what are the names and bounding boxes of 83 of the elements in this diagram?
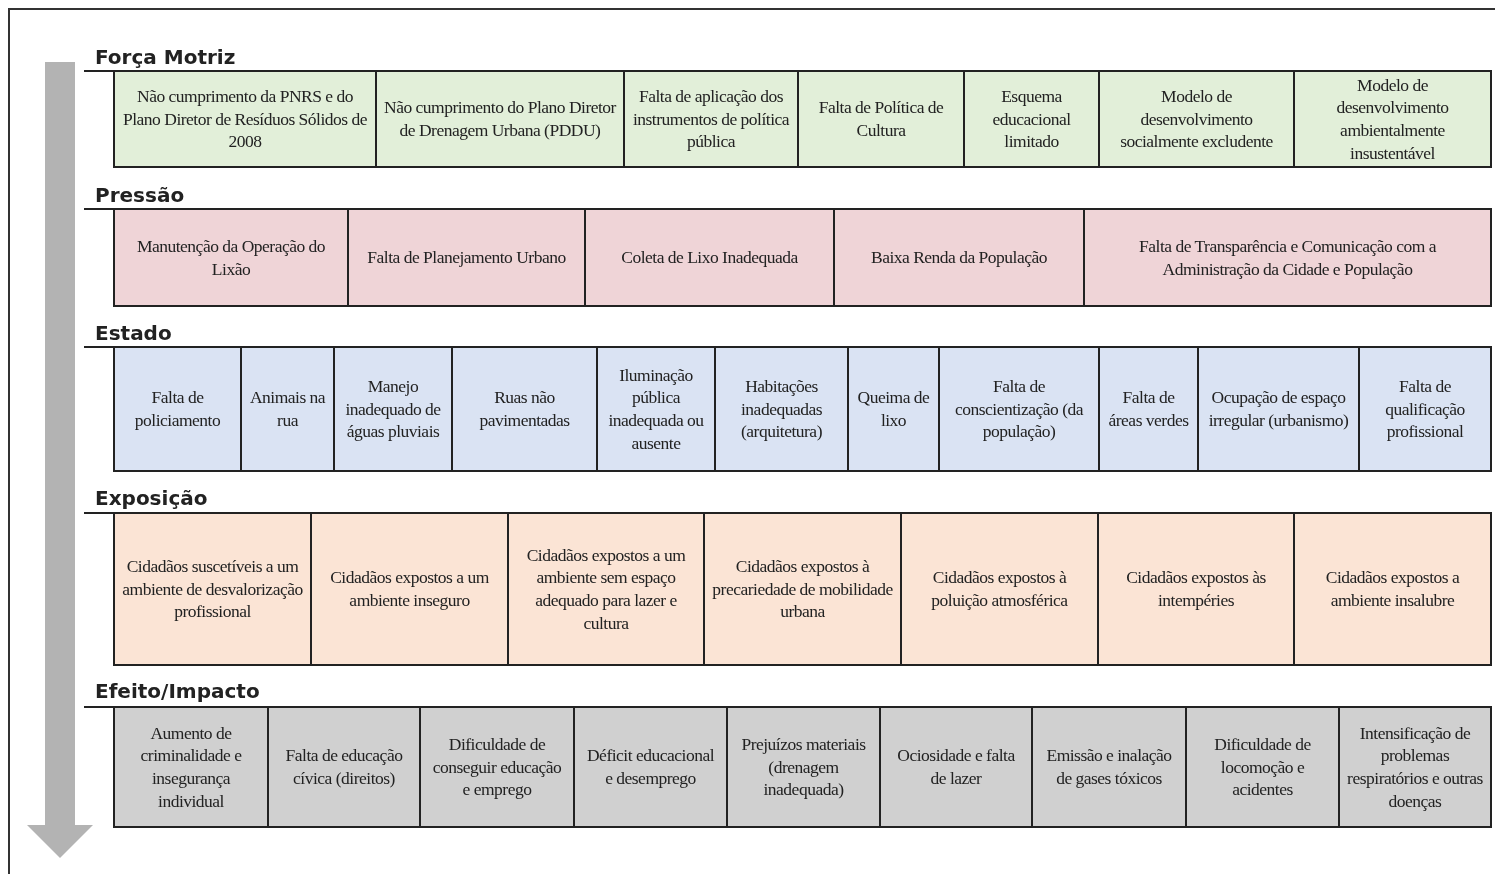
factor-text: Modelo de desenvolvimento socialmente excludente: [1119, 84, 1274, 154]
factor-text: Intensificação de problemas respiratórios e outras doenças: [1347, 721, 1483, 813]
factor-text: Falta de qualificação profissional: [1384, 374, 1466, 444]
factor-box: [113, 706, 269, 828]
factor-box: [596, 346, 716, 472]
factor-text: Baixa Renda da População: [870, 246, 1048, 269]
factor-box: [240, 346, 335, 472]
factor-box: [451, 346, 598, 472]
factor-text: Ociosidade e falta de lazer: [896, 744, 1016, 790]
factor-box: [726, 706, 881, 828]
factor-box: [1197, 346, 1360, 472]
factor-text: Não cumprimento da PNRS e do Plano Diretor de Resíduos Sólidos de 2008: [122, 84, 368, 154]
factor-text: Falta de educação cívica (direitos): [284, 744, 404, 790]
factor-box: [1098, 70, 1295, 168]
factor-text: Falta de policiamento: [133, 386, 222, 432]
factor-box: [507, 512, 705, 666]
factor-box: [113, 70, 377, 168]
factor-box: [347, 208, 586, 307]
factor-box: [900, 512, 1099, 666]
factor-box: [113, 208, 349, 307]
factor-box: [267, 706, 421, 828]
factor-box: [1083, 208, 1492, 307]
factor-box: [419, 706, 575, 828]
factor-text: Animais na rua: [249, 386, 326, 432]
factor-text: Falta de Transparência e Comunicação com a Administração da Cidade e População: [1138, 234, 1437, 281]
factor-text: Cidadãos expostos à poluição atmosférica: [930, 566, 1069, 612]
factor-text: Dificuldade de locomoção e acidentes: [1213, 732, 1312, 802]
factor-text: Emissão e inalação de gases tóxicos: [1045, 744, 1173, 790]
factor-text: Queima de lixo: [856, 386, 931, 432]
factor-box: [963, 70, 1100, 168]
factor-box: [1293, 512, 1492, 666]
section-heading: Força Motriz: [95, 45, 236, 69]
factor-text: Ruas não pavimentadas: [478, 386, 571, 432]
factor-box: [310, 512, 509, 666]
factor-box: [1098, 346, 1199, 472]
factor-box: [879, 706, 1033, 828]
factor-box: [113, 346, 242, 472]
factor-text: Não cumprimento do Plano Diretor de Drenagem Urbana (PDDU): [384, 96, 616, 142]
factor-text: Cidadãos expostos a um ambiente inseguro: [329, 566, 490, 612]
factor-text: Manejo inadequado de águas pluviais: [344, 374, 442, 444]
factor-text: Cidadãos expostos a ambiente insalubre: [1324, 566, 1461, 612]
factor-text: Aumento de criminalidade e insegurança individual: [139, 721, 243, 813]
factor-text: Cidadãos suscetíveis a um ambiente de desvalorização profissional: [122, 554, 303, 624]
factor-text: Iluminação pública inadequada ou ausente: [607, 363, 705, 455]
factor-box: [113, 512, 312, 666]
section-heading: Estado: [95, 321, 172, 345]
factor-text: Manutenção da Operação do Lixão: [135, 234, 327, 281]
factor-box: [623, 70, 799, 168]
factor-box: [1358, 346, 1492, 472]
factor-box: [797, 70, 965, 168]
factor-box: [1185, 706, 1340, 828]
factor-text: Cidadãos expostos às intempéries: [1125, 566, 1267, 612]
factor-text: Cidadãos expostos a um ambiente sem espaço adequado para lazer e cultura: [525, 543, 687, 635]
factor-box: [1338, 706, 1492, 828]
factor-text: Esquema educacional limitado: [991, 84, 1072, 154]
factor-box: [714, 346, 849, 472]
factor-box: [573, 706, 728, 828]
factor-box: [1293, 70, 1492, 168]
factor-text: Falta de Política de Cultura: [817, 96, 945, 142]
factor-text: Falta de aplicação dos instrumentos de política pública: [632, 84, 790, 154]
factor-text: Falta de áreas verdes: [1107, 386, 1190, 432]
factor-box: [1031, 706, 1187, 828]
factor-box: [703, 512, 902, 666]
factor-text: Ocupação de espaço irregular (urbanismo): [1207, 386, 1350, 432]
factor-box: [833, 208, 1085, 307]
factor-text: Cidadãos expostos à precariedade de mobilidade urbana: [712, 554, 893, 624]
factor-text: Habitações inadequadas (arquitetura): [740, 374, 823, 444]
factor-text: Dificuldade de conseguir educação e emprego: [431, 732, 563, 802]
factor-text: Prejuízos materiais (drenagem inadequada): [740, 732, 867, 802]
factor-text: Coleta de Lixo Inadequada: [621, 246, 798, 269]
factor-text: Modelo de desenvolvimento ambientalmente insustentável: [1335, 73, 1450, 165]
factor-box: [375, 70, 625, 168]
factor-box: [938, 346, 1100, 472]
factor-box: [1097, 512, 1295, 666]
factor-box: [847, 346, 940, 472]
factor-text: Falta de Planejamento Urbano: [367, 246, 566, 269]
factor-box: [333, 346, 453, 472]
section-heading: Pressão: [95, 183, 185, 207]
section-heading: Efeito/Impacto: [95, 679, 260, 703]
factor-box: [584, 208, 835, 307]
factor-text: Déficit educacional e desemprego: [586, 744, 715, 790]
section-heading: Exposição: [95, 486, 208, 510]
factor-text: Falta de conscientização (da população): [954, 374, 1084, 444]
